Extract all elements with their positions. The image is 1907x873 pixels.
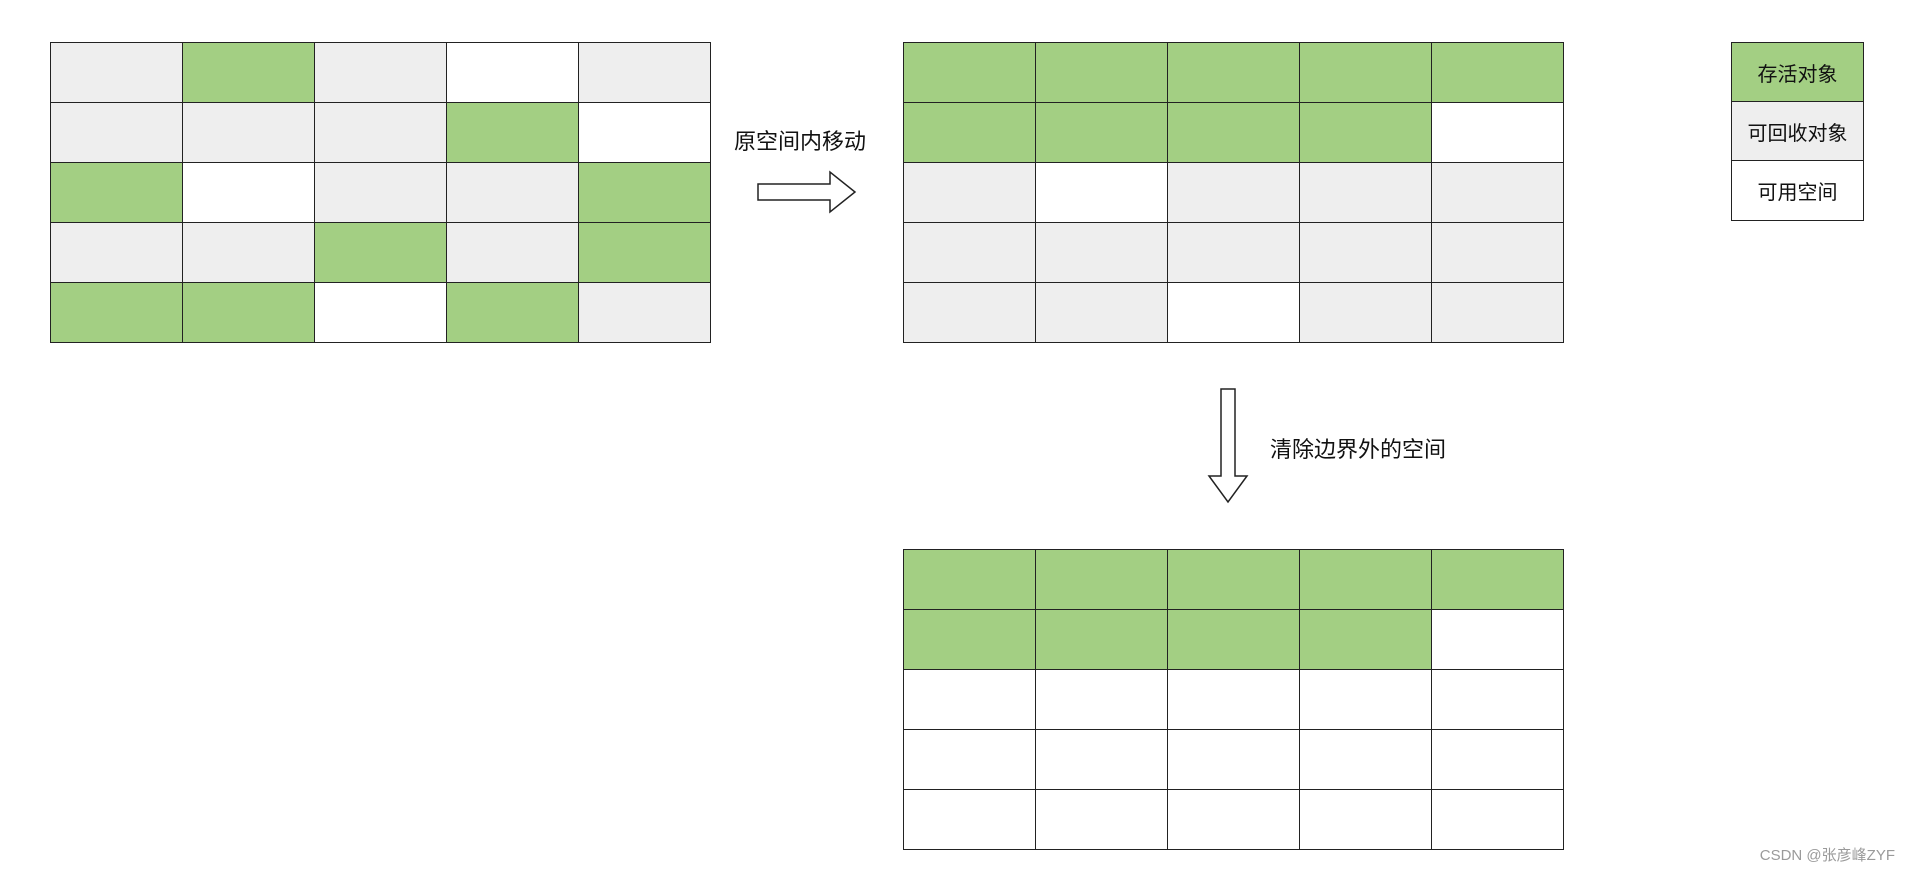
memory-cell-free (1300, 790, 1432, 850)
legend-live-object: 存活对象 (1732, 43, 1863, 102)
memory-cell-recyclable (1300, 163, 1432, 223)
memory-cell-live (904, 550, 1036, 610)
memory-cell-live (579, 223, 711, 283)
memory-cell-live (1432, 43, 1564, 103)
memory-cell-live (1168, 43, 1300, 103)
memory-cell-recyclable (1432, 283, 1564, 343)
memory-cell-live (315, 223, 447, 283)
memory-cell-free (183, 163, 315, 223)
memory-cell-free (904, 790, 1036, 850)
memory-cell-live (1300, 103, 1432, 163)
memory-cell-free (1432, 610, 1564, 670)
memory-cell-free (1432, 730, 1564, 790)
memory-cell-recyclable (1168, 163, 1300, 223)
memory-cell-recyclable (183, 223, 315, 283)
memory-cell-recyclable (315, 103, 447, 163)
memory-cell-live (1300, 43, 1432, 103)
memory-cell-live (904, 103, 1036, 163)
memory-cell-live (1300, 610, 1432, 670)
memory-cell-free (1300, 730, 1432, 790)
legend-free-space: 可用空间 (1732, 161, 1863, 220)
memory-cell-free (1036, 730, 1168, 790)
memory-cell-recyclable (1300, 283, 1432, 343)
memory-cell-free (1168, 283, 1300, 343)
arrow-right-icon (757, 170, 857, 214)
memory-cell-live (904, 610, 1036, 670)
credit-text: CSDN @张彦峰ZYF (1759, 847, 1895, 864)
memory-cell-recyclable (579, 283, 711, 343)
legend-recyclable-object: 可回收对象 (1732, 102, 1863, 161)
memory-cell-recyclable (904, 283, 1036, 343)
memory-grid-compacted (903, 42, 1564, 343)
memory-cell-live (1036, 103, 1168, 163)
memory-cell-recyclable (1300, 223, 1432, 283)
memory-cell-live (183, 283, 315, 343)
memory-cell-live (447, 103, 579, 163)
memory-cell-live (1036, 550, 1168, 610)
memory-cell-live (1168, 103, 1300, 163)
memory-cell-free (1432, 790, 1564, 850)
memory-cell-free (1036, 163, 1168, 223)
memory-cell-recyclable (51, 43, 183, 103)
memory-cell-free (1168, 670, 1300, 730)
memory-cell-recyclable (904, 223, 1036, 283)
memory-cell-live (579, 163, 711, 223)
memory-cell-free (904, 730, 1036, 790)
arrow-down-icon (1207, 388, 1249, 504)
memory-cell-free (1432, 670, 1564, 730)
memory-cell-recyclable (447, 163, 579, 223)
memory-cell-live (1432, 550, 1564, 610)
memory-cell-recyclable (1036, 283, 1168, 343)
memory-cell-recyclable (315, 43, 447, 103)
memory-cell-recyclable (51, 103, 183, 163)
memory-cell-live (1168, 610, 1300, 670)
step-label-clear: 清除边界外的空间 (1270, 438, 1447, 463)
memory-cell-recyclable (1432, 163, 1564, 223)
memory-cell-live (1300, 550, 1432, 610)
memory-cell-live (51, 163, 183, 223)
memory-grid-cleared (903, 549, 1564, 850)
memory-cell-recyclable (51, 223, 183, 283)
memory-cell-recyclable (315, 163, 447, 223)
memory-cell-free (1036, 670, 1168, 730)
memory-cell-live (1036, 43, 1168, 103)
memory-cell-free (1432, 103, 1564, 163)
memory-cell-free (904, 670, 1036, 730)
memory-cell-live (51, 283, 183, 343)
memory-cell-live (1036, 610, 1168, 670)
step-label-move: 原空间内移动 (734, 130, 867, 155)
memory-cell-free (1168, 790, 1300, 850)
memory-cell-recyclable (183, 103, 315, 163)
legend: 存活对象 可回收对象 可用空间 (1731, 42, 1864, 221)
memory-cell-live (1168, 550, 1300, 610)
memory-cell-free (1300, 670, 1432, 730)
memory-cell-recyclable (447, 223, 579, 283)
memory-cell-live (447, 283, 579, 343)
memory-cell-free (1036, 790, 1168, 850)
memory-cell-free (315, 283, 447, 343)
memory-cell-free (1168, 730, 1300, 790)
memory-grid-before (50, 42, 711, 343)
memory-cell-live (904, 43, 1036, 103)
memory-cell-live (183, 43, 315, 103)
memory-cell-recyclable (1432, 223, 1564, 283)
memory-cell-free (579, 103, 711, 163)
memory-cell-recyclable (904, 163, 1036, 223)
memory-cell-free (447, 43, 579, 103)
memory-cell-recyclable (1168, 223, 1300, 283)
memory-cell-recyclable (579, 43, 711, 103)
memory-cell-recyclable (1036, 223, 1168, 283)
